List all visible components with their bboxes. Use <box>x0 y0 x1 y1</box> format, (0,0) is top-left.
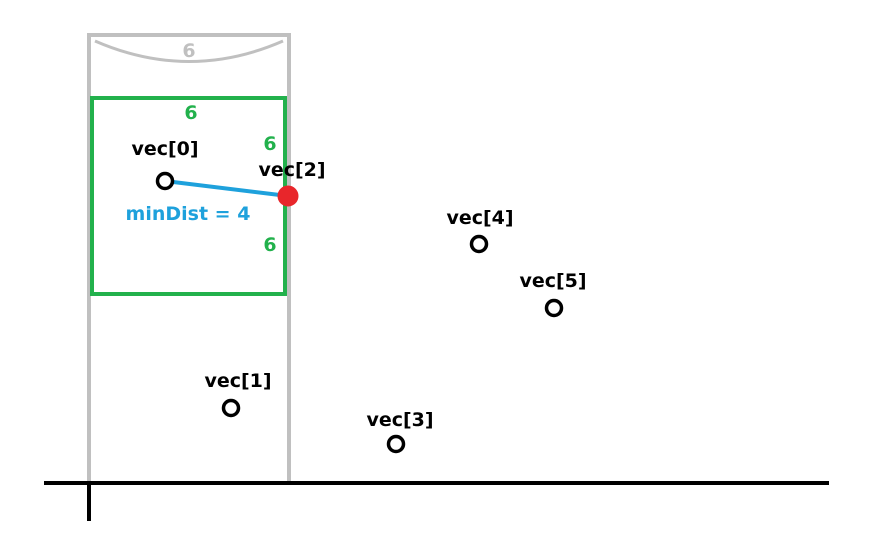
strip-width-brace <box>94 39 284 63</box>
strip-width-label: 6 <box>182 40 195 62</box>
search-box-top-label: 6 <box>184 102 197 124</box>
point-label-vec-3: vec[3] <box>366 409 433 431</box>
min-dist-label: minDist = 4 <box>126 203 251 225</box>
point-vec-4 <box>469 234 489 254</box>
point-label-vec-1: vec[1] <box>204 370 271 392</box>
search-box-right-label-lower: 6 <box>263 234 276 256</box>
search-box-rect <box>90 96 287 296</box>
point-label-vec-2: vec[2] <box>258 159 325 181</box>
point-vec-3 <box>386 434 406 454</box>
point-label-vec-5: vec[5] <box>519 270 586 292</box>
point-vec-1 <box>221 398 241 418</box>
point-label-vec-4: vec[4] <box>446 207 513 229</box>
min-dist-line <box>164 179 289 198</box>
search-box-right-label-upper: 6 <box>263 133 276 155</box>
point-label-vec-0: vec[0] <box>131 138 198 160</box>
point-vec-5 <box>544 298 564 318</box>
point-vec-2 <box>277 185 299 207</box>
point-vec-0 <box>155 171 175 191</box>
